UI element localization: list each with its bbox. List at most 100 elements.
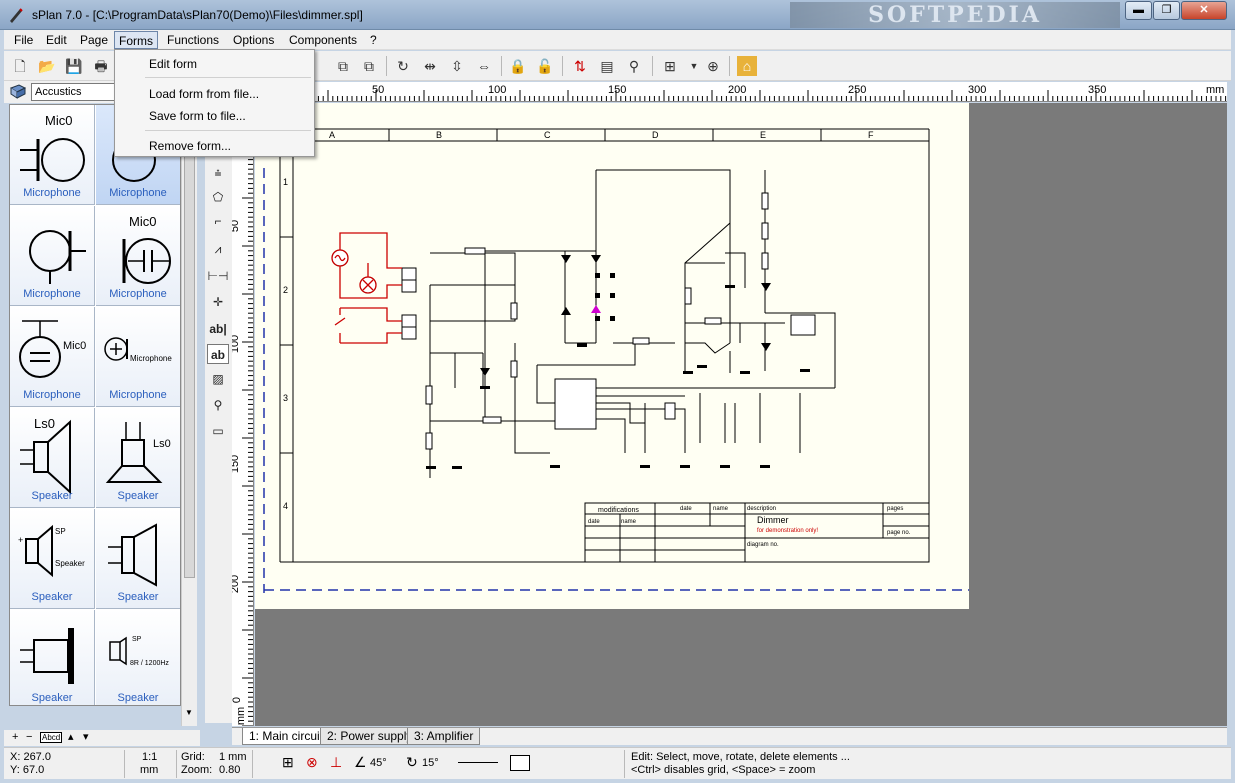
schematic-sheet[interactable]: A B C D E F 1 2 3 4 modificatio	[255, 103, 1227, 726]
zoom-icon[interactable]: ⊕	[707, 58, 719, 74]
text-tool-icon[interactable]: ab|	[209, 322, 227, 336]
open-folder-icon[interactable]: 📂	[38, 58, 56, 74]
print-icon[interactable]: 🖶	[94, 58, 108, 74]
ruler-vertical: 50 100 150 200 0 mm	[232, 102, 254, 726]
palette-item[interactable]: SP 8R / 1200Hz Speaker	[96, 610, 180, 705]
form-icon[interactable]: ⌂	[737, 56, 757, 76]
move-down-icon[interactable]: ▾	[83, 731, 89, 743]
menu-forms[interactable]: Forms	[114, 31, 158, 49]
column-label: A	[329, 130, 335, 140]
parts-list-icon[interactable]: ▤	[600, 58, 614, 74]
palette-item[interactable]: Ls0 Speaker	[10, 408, 95, 508]
scroll-down-icon[interactable]: ▼	[185, 708, 193, 717]
menu-page[interactable]: Page	[80, 33, 109, 47]
palette-item[interactable]: Mic0 Microphone	[96, 206, 180, 306]
column-label: B	[436, 130, 442, 140]
color-swatch[interactable]	[510, 755, 530, 771]
polyline-tool-icon[interactable]: ⩘	[214, 242, 222, 256]
mirror-vertical-icon[interactable]: ⇳	[451, 58, 463, 74]
zoom-tool-icon[interactable]: ⚲	[213, 398, 223, 412]
ruler-label: 0	[232, 696, 244, 704]
palette-item[interactable]: Speaker	[96, 509, 180, 609]
microphone-symbol-icon	[19, 320, 61, 378]
palette-item[interactable]: Mic0 Microphone	[10, 105, 95, 205]
menu-save-form[interactable]: Save form to file...	[149, 109, 246, 123]
ruler-label: 150	[232, 454, 242, 474]
palette-item[interactable]: Microphone	[10, 206, 95, 306]
menu-load-form[interactable]: Load form from file...	[149, 87, 260, 101]
minus-icon[interactable]: −	[26, 731, 33, 743]
title-block-name: name	[713, 506, 729, 512]
mirror-horizontal-icon[interactable]: ⇹	[424, 58, 436, 74]
component-palette: Mic0 Microphone Microphone Microphone Mi…	[9, 104, 181, 706]
send-back-icon[interactable]: ⧉	[364, 58, 374, 74]
rotate-step-icon[interactable]: ↻	[406, 754, 418, 770]
library-select[interactable]: Accustics	[31, 83, 119, 101]
angle-step-45[interactable]: 45°	[370, 757, 387, 769]
junction-tool-icon[interactable]: ✛	[212, 295, 224, 309]
palette-item[interactable]: Ls0 Speaker	[96, 408, 180, 508]
new-file-icon[interactable]: 🗋	[14, 58, 26, 74]
palette-item[interactable]: Microphone Microphone	[96, 307, 180, 407]
polygon-tool-icon[interactable]: ⬠	[212, 190, 224, 204]
menu-options[interactable]: Options	[233, 33, 275, 47]
angle-step-15[interactable]: 15°	[422, 757, 439, 769]
palette-item[interactable]: SP Speaker + Speaker	[10, 509, 95, 609]
dimension-tool-icon[interactable]: ⊢⊣	[207, 269, 229, 283]
menu-components[interactable]: Components	[289, 33, 358, 47]
close-button[interactable]: ✕	[1181, 1, 1227, 20]
menu-help[interactable]: ?	[370, 33, 377, 47]
numbering-icon[interactable]: ⇅	[574, 58, 586, 74]
watermark: SOFTPEDIA	[790, 2, 1120, 28]
drawing-canvas[interactable]: A B C D E F 1 2 3 4 modificatio	[255, 103, 1227, 726]
menu-edit[interactable]: Edit	[46, 33, 67, 47]
palette-item[interactable]: Mic0 Microphone	[10, 307, 95, 407]
menu-file[interactable]: File	[14, 33, 34, 47]
rotate-icon[interactable]: ↻	[397, 58, 409, 74]
ortho-icon[interactable]: ⊥	[330, 754, 343, 770]
tab-power-supply[interactable]: 2: Power supply	[320, 728, 420, 745]
angle-icon[interactable]: ∠	[354, 754, 367, 770]
lock-icon[interactable]: 🔒	[509, 58, 527, 74]
ruler-label: 250	[848, 84, 867, 96]
ruler-horizontal: 50 100 150 200 250 300 350 mm	[232, 82, 1227, 102]
scrollbar-thumb[interactable]	[184, 108, 195, 578]
image-tool-icon[interactable]: ▨	[212, 372, 224, 386]
tab-main-circuit[interactable]: 1: Main circuit	[242, 728, 331, 745]
component-caption: Speaker	[31, 490, 73, 502]
move-up-icon[interactable]: ▴	[68, 731, 74, 743]
snap-icon[interactable]: ⊗	[306, 754, 318, 770]
menu-remove-form[interactable]: Remove form...	[149, 139, 232, 153]
ruler-label: 150	[608, 84, 627, 96]
bring-front-icon[interactable]: ⧉	[338, 58, 348, 74]
curve-tool-icon[interactable]: ⩮	[214, 166, 222, 180]
component-caption: Microphone	[23, 288, 81, 300]
search-binoculars-icon[interactable]: ⚲	[628, 58, 640, 74]
measure-tool-icon[interactable]: ▭	[212, 424, 224, 438]
align-icon[interactable]: ⇔	[477, 58, 491, 74]
palette-scrollbar[interactable]: ▼	[181, 104, 197, 726]
add-icon[interactable]: +	[12, 731, 19, 743]
status-separator	[176, 750, 177, 778]
zoom-label: Zoom:	[181, 764, 213, 776]
chevron-down-icon[interactable]: ▼	[689, 61, 699, 71]
status-hint-keys: <Ctrl> disables grid, <Space> = zoom	[631, 764, 816, 776]
grid-icon[interactable]: ⊞	[664, 58, 676, 74]
ruler-label: 50	[372, 84, 385, 96]
grid-toggle-icon[interactable]: ⊞	[282, 754, 294, 770]
save-icon[interactable]: 💾	[65, 58, 83, 74]
menu-edit-form[interactable]: Edit form	[149, 57, 198, 71]
minimize-button[interactable]: ▬	[1125, 1, 1152, 20]
line-width-sample[interactable]	[458, 762, 498, 763]
palette-item[interactable]: Speaker	[10, 610, 95, 705]
text-style-icon[interactable]: Abcd	[40, 732, 63, 743]
component-name: Microphone	[130, 354, 172, 363]
cursor-x: X: 267.0	[10, 751, 51, 763]
unlock-icon[interactable]: 🔓	[536, 58, 554, 74]
line-tool-icon[interactable]: ⌐	[214, 214, 222, 228]
text-frame-tool-icon[interactable]: ab	[207, 344, 229, 364]
maximize-button[interactable]: ❐	[1153, 1, 1180, 20]
component-caption: Speaker	[117, 490, 159, 502]
tab-amplifier[interactable]: 3: Amplifier	[407, 728, 481, 745]
menu-functions[interactable]: Functions	[167, 33, 220, 47]
